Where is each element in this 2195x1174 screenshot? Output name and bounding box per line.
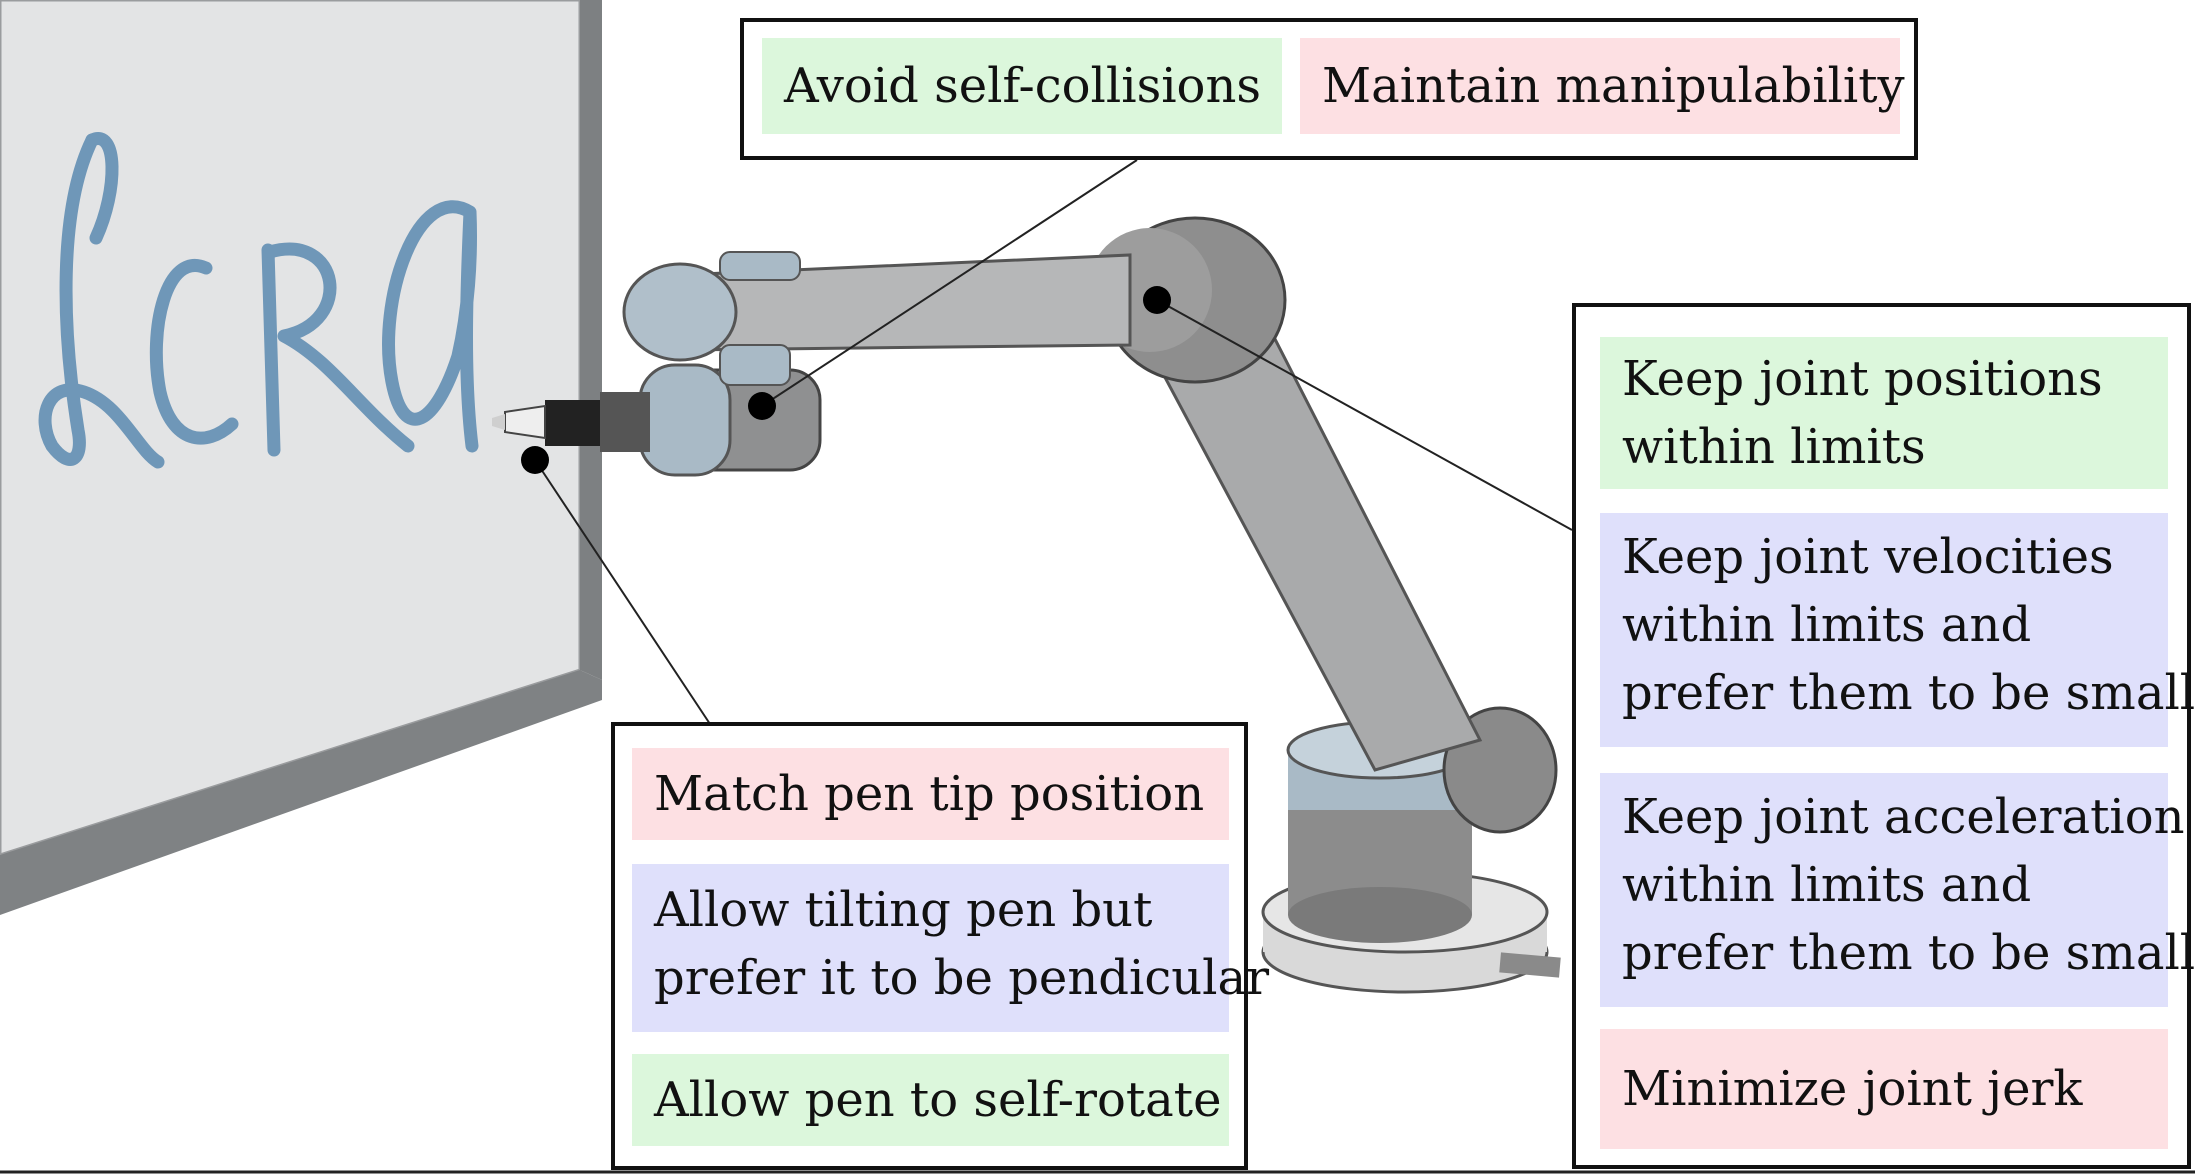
leader-lines	[534, 159, 1573, 725]
pen-callout: Match pen tip position Allow tilting pen…	[611, 722, 1270, 1170]
joint-velocities-tag: Keep joint velocities within limits and …	[1600, 513, 2195, 747]
avoid-self-collisions-tag: Avoid self-collisions	[762, 38, 1282, 134]
maintain-manipulability-tag: Maintain manipulability	[1300, 38, 1905, 134]
joint-positions-tag: Keep joint positions within limits	[1600, 337, 2168, 489]
match-pen-tip-tag: Match pen tip position	[632, 748, 1229, 840]
allow-tilting-pen-tag: Allow tilting pen but prefer it to be pe…	[632, 864, 1270, 1032]
joint-acceleration-tag: Keep joint acceleration within limits an…	[1600, 773, 2195, 1007]
pen-tip-marker-dot	[521, 446, 549, 474]
joint-positions-line-1: Keep joint positions	[1622, 351, 2103, 407]
joint-velocities-line-3: prefer them to be small	[1622, 665, 2195, 721]
elbow-marker-dot	[1143, 286, 1171, 314]
allow-tilting-pen-line-2: prefer it to be pendicular	[654, 950, 1270, 1006]
top-callout: Avoid self-collisions Maintain manipulab…	[740, 18, 1918, 160]
joint-acceleration-line-2: within limits and	[1622, 857, 2032, 913]
whiteboard	[0, 0, 602, 915]
joint-acceleration-line-1: Keep joint acceleration	[1622, 789, 2185, 845]
joint-acceleration-line-3: prefer them to be small	[1622, 925, 2195, 981]
joint-positions-line-2: within limits	[1622, 419, 1926, 475]
joint-velocities-line-1: Keep joint velocities	[1622, 529, 2114, 585]
wrist-marker-dot	[748, 392, 776, 420]
joint-velocities-line-2: within limits and	[1622, 597, 2032, 653]
joints-callout: Keep joint positions within limits Keep …	[1572, 303, 2195, 1169]
minimize-joint-jerk-tag: Minimize joint jerk	[1600, 1029, 2168, 1149]
handwriting-icra	[38, 132, 479, 469]
robot-arm	[492, 216, 1561, 994]
allow-tilting-pen-line-1: Allow tilting pen but	[654, 882, 1153, 938]
allow-pen-self-rotate-tag: Allow pen to self-rotate	[632, 1054, 1229, 1146]
